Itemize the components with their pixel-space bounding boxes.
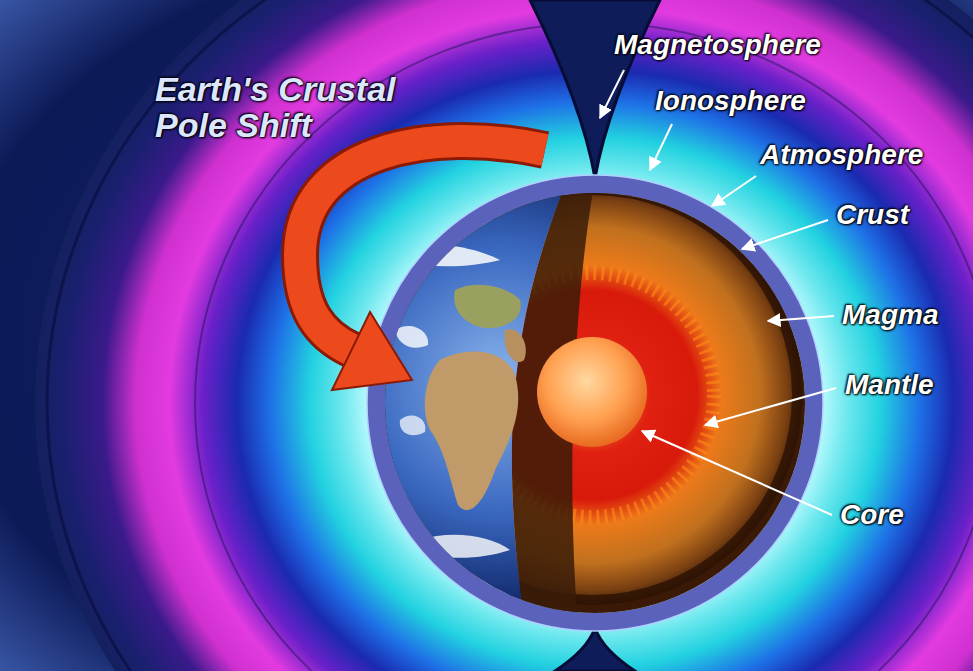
- leader-line: [768, 316, 834, 321]
- leader-line: [742, 220, 828, 249]
- mantle-layers: [380, 190, 810, 620]
- earth-cutaway: [370, 185, 810, 625]
- atmosphere-ring: [376, 184, 814, 622]
- layer-label: Crust: [836, 200, 909, 229]
- cloud: [400, 416, 426, 436]
- layer-label: Mantle: [845, 370, 934, 399]
- cloud: [395, 326, 428, 348]
- pole-shift-arrow: [300, 141, 545, 350]
- layer-label: Ionosphere: [655, 86, 806, 115]
- leader-line: [650, 124, 672, 170]
- continent: [425, 352, 518, 511]
- field-outline: [47, 0, 973, 671]
- pole-shift-arrowhead: [332, 312, 412, 390]
- leader-line: [712, 176, 756, 206]
- leader-line: [705, 388, 836, 425]
- cloud: [400, 245, 500, 266]
- ionosphere-edge: [367, 175, 823, 631]
- crust-layer: [387, 190, 797, 600]
- leader-line: [600, 70, 624, 118]
- core-sphere: [537, 337, 647, 447]
- leader-lines: [600, 70, 836, 515]
- continent: [454, 285, 521, 328]
- layer-label: Magnetosphere: [614, 30, 821, 59]
- earth-surface: [370, 185, 565, 625]
- polar-cusp: [555, 628, 635, 671]
- pole-shift-arrow-edge: [300, 141, 545, 350]
- polar-cusp: [530, 0, 660, 178]
- arrow-caption: Earth's Crustal Pole Shift: [155, 72, 435, 143]
- layer-label: Atmosphere: [760, 140, 923, 169]
- continent: [505, 329, 526, 362]
- layer-label: Core: [840, 500, 904, 529]
- leader-line: [642, 431, 832, 515]
- magnetosphere-field: [35, 0, 973, 671]
- layer-label: Magma: [842, 300, 938, 329]
- cloud: [420, 535, 510, 558]
